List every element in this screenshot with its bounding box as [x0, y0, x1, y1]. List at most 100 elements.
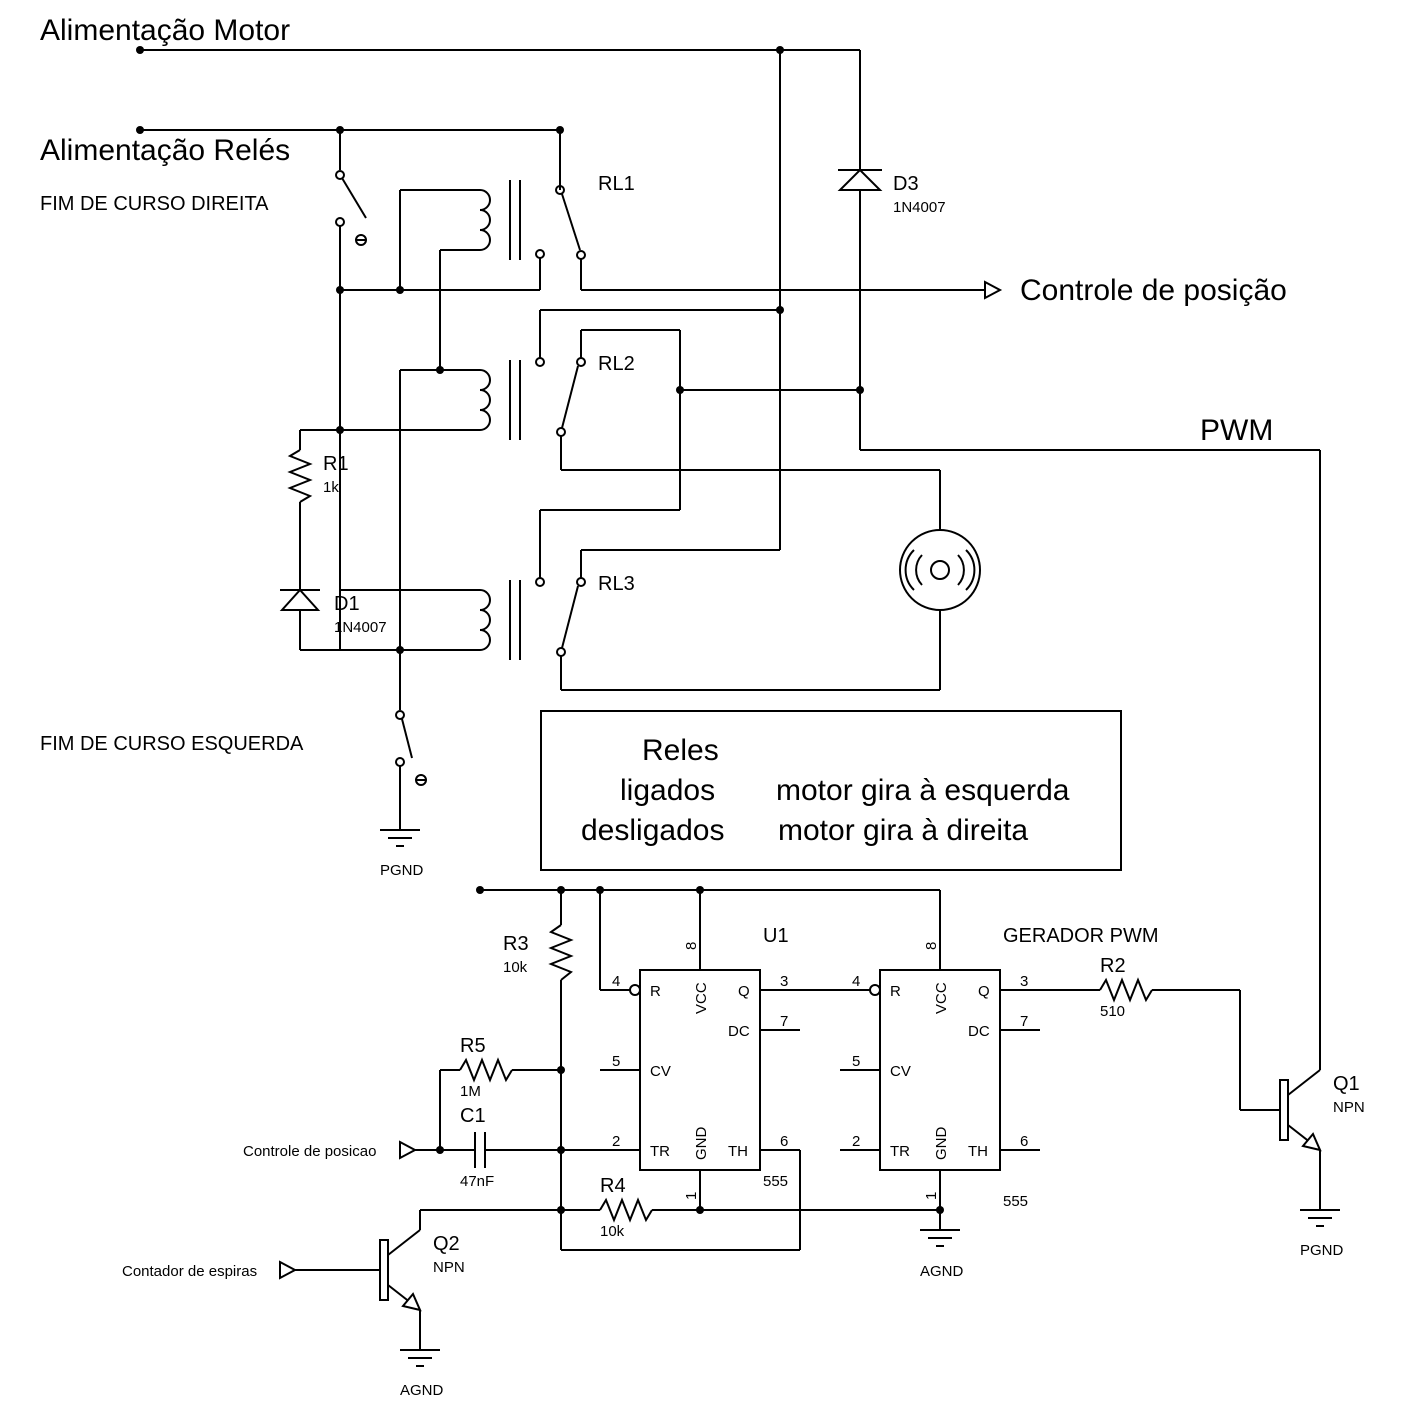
legend-row1-effect: motor gira à esquerda	[776, 774, 1070, 807]
q2-label: Q2	[433, 1233, 460, 1255]
limit-switch-right	[335, 170, 367, 650]
legend-box-frame	[540, 710, 1122, 871]
r5-value: 1M	[460, 1083, 481, 1100]
limit-left-label: FIM DE CURSO ESQUERDA	[40, 733, 304, 755]
r5-resistor	[439, 1057, 561, 1150]
ic2-num-2: 2	[852, 1133, 860, 1150]
rl1-label: RL1	[598, 173, 635, 195]
pwm-generator-label: GERADOR PWM	[1003, 925, 1159, 947]
q1-value: NPN	[1333, 1099, 1365, 1116]
ic2-num-8: 8	[923, 942, 940, 950]
motor-symbol	[899, 529, 981, 611]
ic2-pin-th: TH	[968, 1143, 988, 1160]
c1-value: 47nF	[460, 1173, 494, 1190]
position-output-label: Controle de posição	[1020, 274, 1287, 307]
agnd-label-q2: AGND	[400, 1382, 444, 1399]
d1-label: D1	[334, 593, 360, 615]
rl2-contacts	[535, 309, 941, 530]
d3-diode	[837, 168, 883, 450]
relay-supply-rail	[140, 129, 561, 190]
ic1-pin-dc: DC	[728, 1023, 750, 1040]
r3-resistor	[548, 924, 574, 1250]
ic2-pin-q: Q	[978, 983, 990, 1000]
relay-wiring	[300, 189, 545, 710]
r1-resistor	[287, 430, 313, 590]
r4-label: R4	[600, 1175, 626, 1197]
ic1-num-6: 6	[780, 1133, 788, 1150]
ic1-num-7: 7	[780, 1013, 788, 1030]
d3-value: 1N4007	[893, 199, 946, 216]
d1-diode	[279, 588, 321, 650]
r2-value: 510	[1100, 1003, 1125, 1020]
legend-row2-state: desligados	[581, 814, 724, 847]
q1-label: Q1	[1333, 1073, 1360, 1095]
ic2-pin-tr: TR	[890, 1143, 910, 1160]
r5-label: R5	[460, 1035, 486, 1057]
pwm-label: PWM	[1200, 414, 1273, 447]
r2-label: R2	[1100, 955, 1126, 977]
limit-switch-left	[380, 710, 427, 847]
rl1-contacts	[555, 185, 1003, 300]
ic1-num-1: 1	[683, 1192, 700, 1200]
rl2-label: RL2	[598, 353, 635, 375]
ic2-pin-cv: CV	[890, 1063, 911, 1080]
ic2-pin-gnd: GND	[933, 1127, 950, 1161]
ic1-pin-cv: CV	[650, 1063, 671, 1080]
legend-row1-state: ligados	[620, 774, 715, 807]
d3-label: D3	[893, 173, 919, 195]
agnd-label-ic2: AGND	[920, 1263, 964, 1280]
c1-label: C1	[460, 1105, 486, 1127]
vcc-rail-555	[480, 889, 941, 991]
legend-row2-effect: motor gira à direita	[778, 814, 1028, 847]
r3-label: R3	[503, 933, 529, 955]
rl3-label: RL3	[598, 573, 635, 595]
ic1-pin-r: R	[650, 983, 661, 1000]
ic2-num-3: 3	[1020, 973, 1028, 990]
motor-supply-label: Alimentação Motor	[40, 14, 290, 47]
r3-value: 10k	[503, 959, 528, 976]
rl1-coil	[479, 180, 521, 260]
ic2-num-5: 5	[852, 1053, 860, 1070]
relay-supply-label: Alimentação Relés	[40, 134, 290, 167]
ic2-555	[840, 969, 1100, 1247]
ic2-num-1: 1	[923, 1192, 940, 1200]
limit-right-label: FIM DE CURSO DIREITA	[40, 193, 269, 215]
q2-value: NPN	[433, 1259, 465, 1276]
q1-transistor	[1279, 1069, 1340, 1227]
counter-input-label: Contador de espiras	[122, 1263, 257, 1280]
ic2-num-6: 6	[1020, 1133, 1028, 1150]
ic2-value: 555	[1003, 1193, 1028, 1210]
u1-label: U1	[763, 925, 789, 947]
ic1-num-8: 8	[683, 942, 700, 950]
pgnd-label-left: PGND	[380, 862, 424, 879]
q2-transistor	[279, 1210, 440, 1367]
r1-value: 1k	[323, 479, 339, 496]
ic1-pin-gnd: GND	[693, 1127, 710, 1161]
ic1-value: 555	[763, 1173, 788, 1190]
ic1-num-5: 5	[612, 1053, 620, 1070]
rl2-coil	[479, 360, 521, 440]
ic1-555	[600, 969, 870, 1250]
ic1-num-2: 2	[612, 1133, 620, 1150]
ic2-num-4: 4	[852, 973, 860, 990]
rl3-contacts	[535, 509, 941, 691]
ic1-pin-q: Q	[738, 983, 750, 1000]
r4-resistor	[420, 1197, 940, 1251]
ic1-pin-tr: TR	[650, 1143, 670, 1160]
r2-resistor	[1099, 977, 1280, 1111]
pwm-wire	[860, 449, 1321, 1070]
r1-label: R1	[323, 453, 349, 475]
motor-supply-rail	[140, 49, 861, 550]
junction-dots	[136, 46, 944, 1214]
pgnd-label-right: PGND	[1300, 1242, 1344, 1259]
d1-value: 1N4007	[334, 619, 387, 636]
ic2-num-7: 7	[1020, 1013, 1028, 1030]
r4-value: 10k	[600, 1223, 625, 1240]
ic1-pin-th: TH	[728, 1143, 748, 1160]
ic2-pin-r: R	[890, 983, 901, 1000]
rl3-coil	[479, 580, 521, 660]
ic1-pin-vcc: VCC	[693, 982, 710, 1014]
ic1-num-3: 3	[780, 973, 788, 990]
position-input-label: Controle de posicao	[243, 1143, 376, 1160]
ic2-pin-dc: DC	[968, 1023, 990, 1040]
